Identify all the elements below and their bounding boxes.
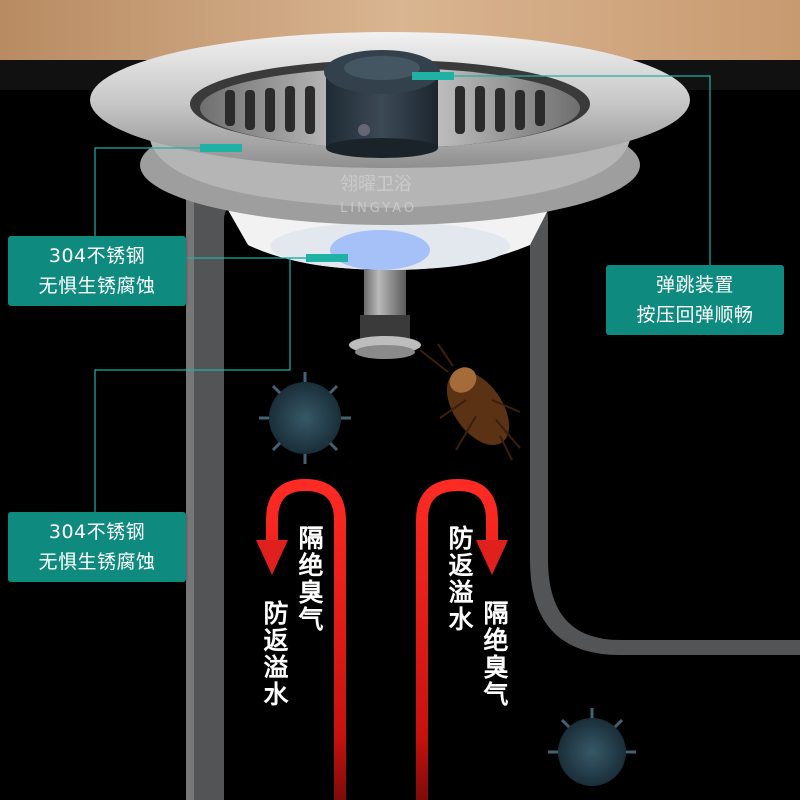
flow-label-left-1: 隔绝臭气 [295,525,324,633]
brand-logo-en: LINGYAO [340,201,418,216]
flow-arrow-right [416,478,508,800]
callout-material-top: 304不锈钢 无惧生锈腐蚀 [8,236,186,306]
callout-material-bottom: 304不锈钢 无惧生锈腐蚀 [8,512,186,582]
callout-material-top-line1: 304不锈钢 [48,245,146,267]
brand-logo-cn: 翎曜卫浴 [340,174,412,195]
brand-watermark: 翎曜卫浴 LINGYAO [340,170,417,217]
flow-label-right-1: 防返溢水 [445,525,474,633]
flow-label-left-2: 防返溢水 [260,600,289,708]
callout-bounce-line1: 弹跳装置 [655,274,734,296]
germ-icon-bottom [548,708,636,786]
pipe-wall-left-edge [186,190,194,800]
pipe-wall [186,190,800,800]
leader-markers [200,72,454,262]
flow-label-right-2: 隔绝臭气 [480,600,509,708]
callout-material-bottom-line1: 304不锈钢 [48,521,146,543]
cockroach-icon [419,343,521,461]
callout-material-bottom-line2: 无惧生锈腐蚀 [38,551,156,573]
callout-bounce: 弹跳装置 按压回弹顺畅 [606,265,784,335]
flow-arrow-left [256,478,346,800]
basket-slots [225,86,545,134]
callout-bounce-line2: 按压回弹顺畅 [636,304,754,326]
germ-icon-left [259,372,351,464]
callout-material-top-line2: 无惧生锈腐蚀 [38,275,156,297]
